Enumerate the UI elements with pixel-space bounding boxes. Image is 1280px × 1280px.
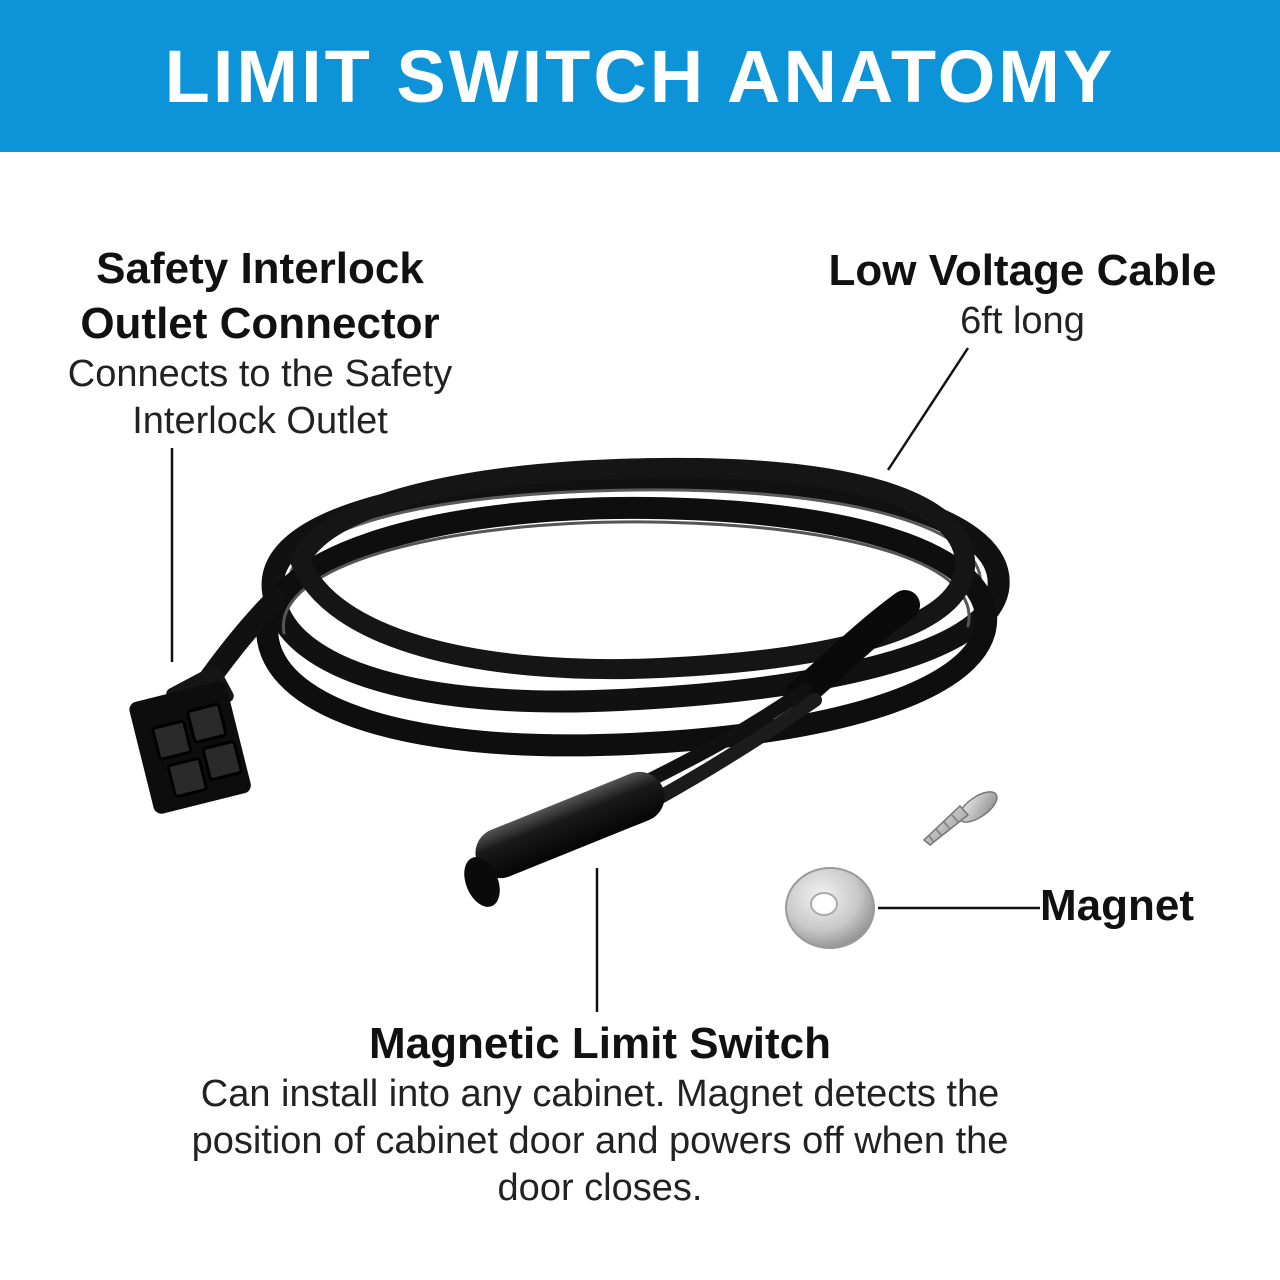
header-banner: LIMIT SWITCH ANATOMY — [0, 0, 1280, 152]
cable-junction — [785, 590, 920, 710]
connector-plug-icon — [129, 665, 251, 814]
callout-cable: Low Voltage Cable 6ft long — [800, 243, 1245, 345]
leader-cable — [886, 347, 970, 471]
screw-icon — [922, 791, 998, 846]
callout-lines — [170, 347, 1040, 1012]
cable-desc: 6ft long — [960, 300, 1085, 342]
switch-desc-line3: door closes. — [497, 1167, 703, 1209]
cable-coil — [194, 457, 1010, 807]
page-title: LIMIT SWITCH ANATOMY — [164, 34, 1116, 118]
callout-connector: Safety Interlock Outlet Connector Connec… — [30, 241, 490, 445]
reed-switch-icon — [464, 771, 665, 907]
cable-loop-3 — [289, 457, 976, 680]
connector-title-line1: Safety Interlock — [96, 244, 424, 293]
switch-desc-line2: position of cabinet door and powers off … — [191, 1120, 1009, 1162]
connector-title-line2: Outlet Connector — [80, 299, 440, 348]
cable-loop-2 — [256, 496, 998, 757]
magnet-title: Magnet — [1040, 881, 1194, 930]
ring-magnet-icon — [785, 867, 875, 949]
callout-magnet: Magnet — [1040, 878, 1220, 933]
cable-lead-switch-1 — [633, 683, 812, 792]
callout-switch: Magnetic Limit Switch Can install into a… — [130, 1016, 1070, 1212]
cable-title: Low Voltage Cable — [828, 246, 1217, 295]
connector-desc-line1: Connects to the Safety — [67, 353, 453, 395]
switch-title: Magnetic Limit Switch — [368, 1019, 832, 1068]
connector-desc-line2: Interlock Outlet — [132, 400, 388, 442]
cable-lead-switch-2 — [648, 693, 822, 807]
switch-desc-line1: Can install into any cabinet. Magnet det… — [200, 1073, 1000, 1115]
